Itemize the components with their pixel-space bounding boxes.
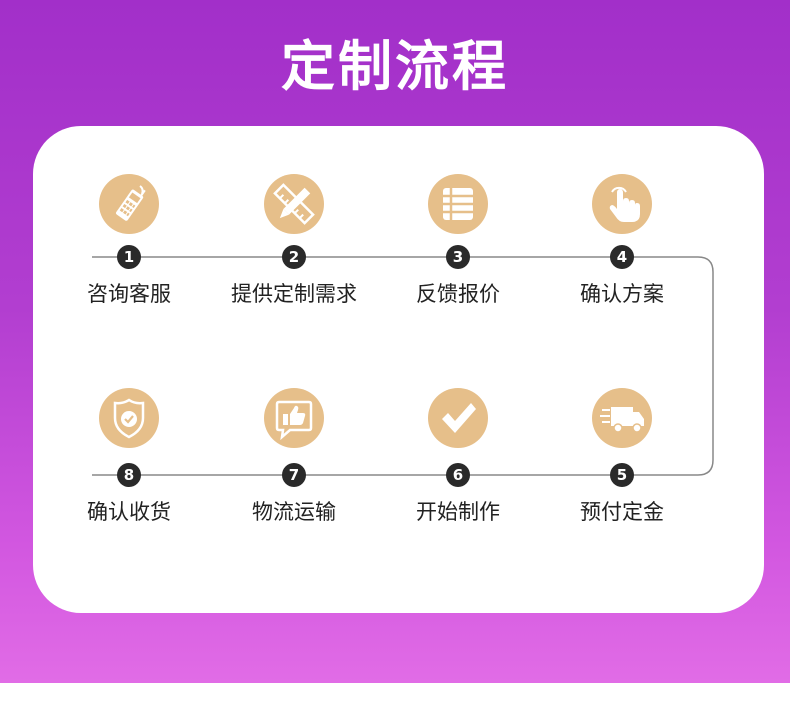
step-number: 2: [282, 245, 306, 269]
step-number: 7: [282, 463, 306, 487]
phone-icon: [99, 174, 159, 234]
step-number: 8: [117, 463, 141, 487]
step-number: 5: [610, 463, 634, 487]
step-label: 咨询客服: [87, 282, 171, 306]
step-number: 1: [117, 245, 141, 269]
step-label: 反馈报价: [416, 282, 500, 306]
thumbs-up-icon: [264, 388, 324, 448]
truck-icon: [592, 388, 652, 448]
page-title: 定制流程: [281, 35, 509, 98]
step-label: 预付定金: [580, 500, 664, 524]
step-number: 4: [610, 245, 634, 269]
hand-pointer-icon: [592, 174, 652, 234]
step-label: 开始制作: [416, 500, 500, 524]
pencil-ruler-icon: [264, 174, 324, 234]
step-label: 确认收货: [87, 500, 171, 524]
step-label: 物流运输: [252, 500, 336, 524]
list-icon: [428, 174, 488, 234]
step-label: 提供定制需求: [231, 282, 357, 306]
shield-check-icon: [99, 388, 159, 448]
checkmark-icon: [428, 388, 488, 448]
step-number: 6: [446, 463, 470, 487]
step-label: 确认方案: [580, 282, 664, 306]
step-number: 3: [446, 245, 470, 269]
